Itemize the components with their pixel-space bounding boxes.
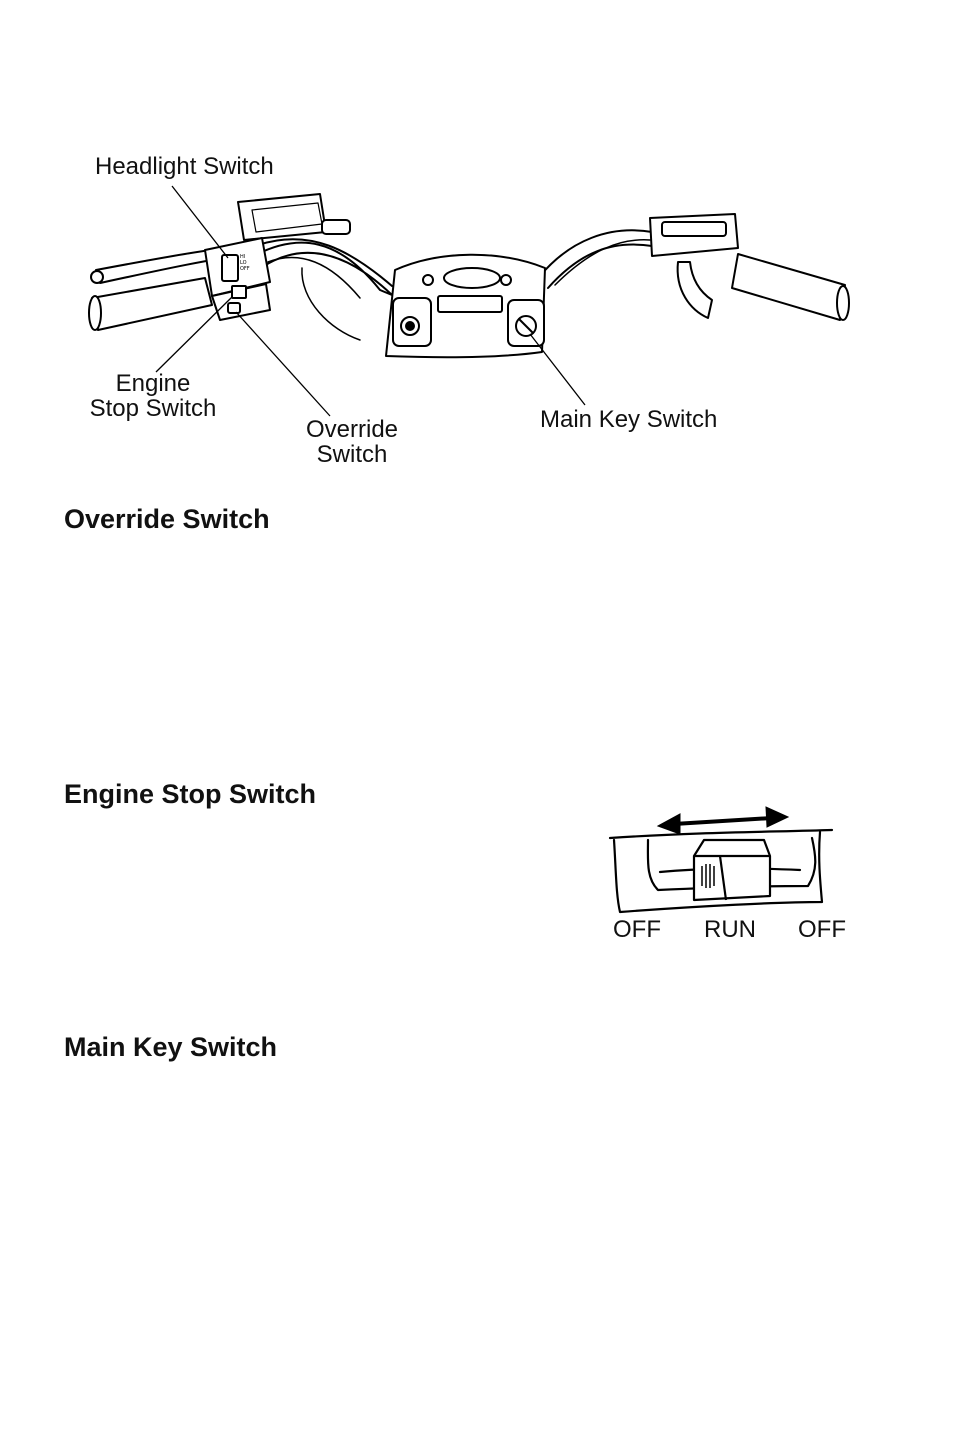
override-line1: Override xyxy=(305,416,399,443)
override-line2: Switch xyxy=(316,441,388,468)
main-key-leader xyxy=(529,333,586,406)
position-off-left: OFF xyxy=(613,916,661,943)
headlight-leader xyxy=(171,185,229,259)
headlight-switch-label: Headlight Switch xyxy=(95,153,274,180)
override-switch-label: Override Switch xyxy=(300,417,404,467)
main-key-switch-label: Main Key Switch xyxy=(540,406,718,433)
override-switch-heading: Override Switch xyxy=(64,504,270,534)
marking-hi: HI xyxy=(240,254,245,260)
right-grip xyxy=(731,253,846,321)
switch-knob xyxy=(692,838,772,902)
marking-lo: LO xyxy=(240,260,247,266)
engine-stop-line2: Stop Switch xyxy=(89,395,217,422)
main-key-switch-heading: Main Key Switch xyxy=(64,1032,278,1062)
position-off-right: OFF xyxy=(798,916,846,943)
switch-housing xyxy=(608,828,834,840)
override-leader xyxy=(235,311,331,417)
engine-stop-leader xyxy=(155,296,233,373)
marking-off: OFF xyxy=(240,266,250,272)
engine-stop-switch-label: Engine Stop Switch xyxy=(84,371,222,421)
engine-stop-switch-heading: Engine Stop Switch xyxy=(64,779,317,809)
handlebar-illustration: HI LO OFF xyxy=(88,185,850,417)
double-arrow xyxy=(656,806,790,835)
engine-stop-line1: Engine xyxy=(115,370,191,397)
position-run: RUN xyxy=(704,916,756,943)
